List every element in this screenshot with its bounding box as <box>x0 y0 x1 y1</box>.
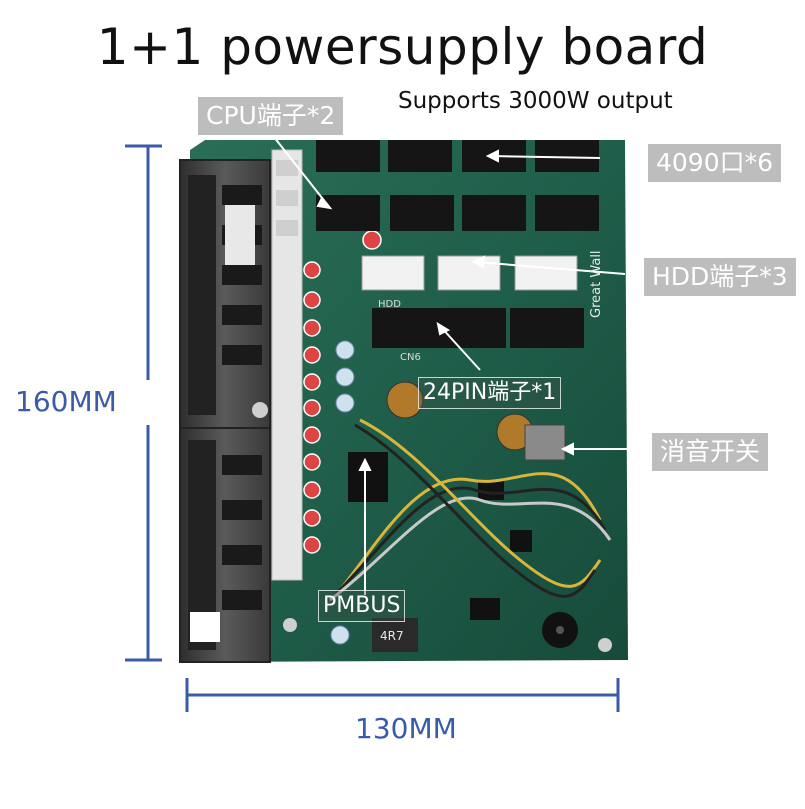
gpu-connectors <box>316 140 599 231</box>
callout-arrows <box>269 131 665 595</box>
board-hdd-print: HDD <box>378 299 401 310</box>
board-inductor-print: 4R7 <box>380 629 404 643</box>
hdd-terminal-callout: HDD端子*3 <box>644 258 796 296</box>
gpu-port-callout: 4090口*6 <box>648 144 782 182</box>
atx-24pin-callout: 24PIN端子*1 <box>418 377 562 409</box>
mute-switch-callout: 消音开关 <box>652 433 769 471</box>
height-dimension-line <box>125 144 162 662</box>
white-connector-strip <box>271 149 303 581</box>
board-brand-print: Great Wall <box>589 250 604 318</box>
height-dimension-label: 160MM <box>15 385 117 418</box>
board-cn6-print: CN6 <box>400 352 421 363</box>
psu-slot-top <box>179 159 271 431</box>
width-dimension-line <box>185 678 620 712</box>
cpu-terminal-callout: CPU端子*2 <box>198 97 344 135</box>
wires <box>329 418 612 602</box>
pmbus-callout: PMBUS <box>318 590 406 622</box>
hdd-connectors <box>361 255 578 291</box>
capacitor-column <box>303 230 382 645</box>
atx-24pin-connector <box>372 308 584 348</box>
width-dimension-label: 130MM <box>355 712 457 745</box>
board-components <box>252 381 612 652</box>
psu-slot-bottom <box>179 427 271 663</box>
page-title: 1+1 powersupply board <box>96 18 709 76</box>
page-subtitle: Supports 3000W output <box>398 88 673 114</box>
